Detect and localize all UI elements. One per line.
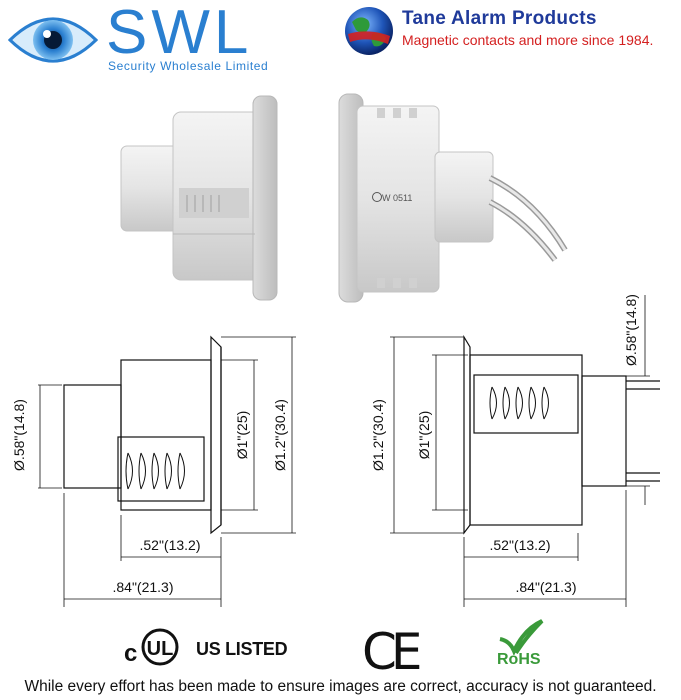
eye-icon xyxy=(8,17,98,63)
tane-logo: Tane Alarm Products Magnetic contacts an… xyxy=(340,4,680,64)
svg-text:c: c xyxy=(124,640,137,667)
left-dim-flange-dia: Ø1.2"(30.4) xyxy=(272,399,288,471)
rohs-check-icon xyxy=(499,619,544,655)
magnet-drawing xyxy=(38,335,296,607)
right-dim-inner-dia: Ø1"(25) xyxy=(416,411,432,460)
swl-wordmark: SWL xyxy=(106,0,253,67)
magnet-photo xyxy=(120,95,278,301)
tane-company-name: Tane Alarm Products xyxy=(402,8,597,29)
left-dim-long-length: .84"(21.3) xyxy=(112,579,173,595)
right-dim-small-dia: Ø.58"(14.8) xyxy=(623,294,639,366)
right-dim-flange-dia: Ø1.2"(30.4) xyxy=(370,399,386,471)
swl-logo: SWL Security Wholesale Limited xyxy=(8,0,308,74)
left-dim-inner-dia: Ø1"(25) xyxy=(234,411,250,460)
left-dim-short-length: .52"(13.2) xyxy=(139,537,200,553)
dimension-drawings: Ø.58"(14.8) Ø1"(25) Ø1.2"(30.4) .52"(13.… xyxy=(11,294,660,607)
globe-icon xyxy=(345,7,393,55)
tane-tagline: Magnetic contacts and more since 1984. xyxy=(402,32,654,48)
right-dim-long-length: .84"(21.3) xyxy=(515,579,576,595)
right-dim-short-length: .52"(13.2) xyxy=(489,537,550,553)
svg-text:UL: UL xyxy=(147,638,174,660)
ul-listed-label: US LISTED xyxy=(196,639,288,659)
product-photos: W 0511 xyxy=(120,93,568,303)
rohs-label: RoHS xyxy=(497,651,541,668)
disclaimer-text: While every effort has been made to ensu… xyxy=(24,678,657,695)
certification-marks: c UL US LISTED CE RoHS xyxy=(0,615,681,681)
ce-mark: CE xyxy=(362,623,422,681)
switch-photo: W 0511 xyxy=(338,93,568,303)
photo-marking: W 0511 xyxy=(382,193,412,203)
switch-drawing xyxy=(390,295,660,607)
left-dim-small-dia: Ø.58"(14.8) xyxy=(11,399,27,471)
ul-mark-icon: c UL xyxy=(124,628,179,667)
swl-subtitle: Security Wholesale Limited xyxy=(108,59,269,73)
